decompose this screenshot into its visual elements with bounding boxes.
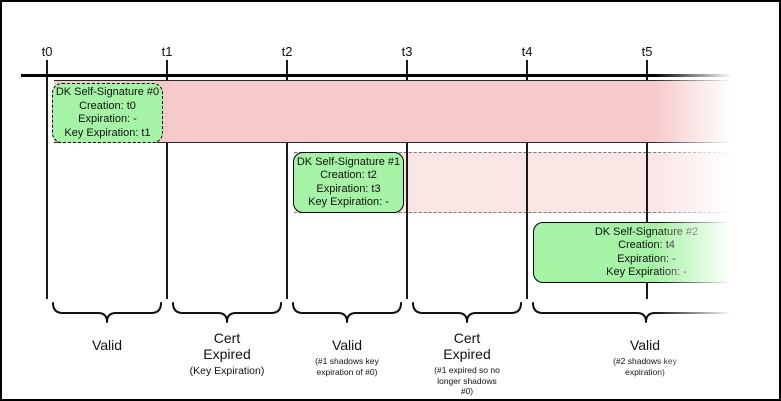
signature-title: DK Self-Signature #2 (594, 225, 699, 238)
self-signature-box-0: DK Self-Signature #0 Creation: t0 Expira… (52, 83, 163, 143)
signature-creation: Creation: t0 (79, 99, 136, 112)
period-sublabel-text: (Key Expiration) (189, 365, 265, 377)
signature-key-expiration: Key Expiration: - (606, 266, 687, 278)
brace-period-1 (172, 302, 282, 323)
period-label-valid-0: Valid (47, 337, 167, 353)
signature-creation: Creation: t2 (320, 169, 377, 181)
period-sublabel-text: (#2 shadows key expiration) (613, 356, 677, 377)
period-label-cert-expired-0: Cert Expired (Key Expiration) (167, 330, 287, 377)
event-line-t2 (286, 60, 288, 299)
brace-period-0 (52, 302, 162, 323)
tick-label-t1: t1 (161, 44, 173, 59)
self-signature-box-2: DK Self-Signature #2 Creation: t4 Expira… (533, 222, 759, 283)
period-label-text: Valid (629, 337, 661, 353)
signature-expiration: Expiration: - (617, 252, 676, 265)
key-expiration-band-primary (54, 80, 754, 143)
event-line-t4 (526, 60, 528, 299)
timeline-axis (21, 74, 742, 77)
period-label-cert-expired-1: Cert Expired (#1 expired so no longer sh… (407, 330, 527, 397)
period-label-text: Valid (91, 337, 123, 353)
brace-period-4 (532, 302, 760, 323)
tick-label-t4: t4 (521, 44, 533, 59)
tick-label-t2: t2 (281, 44, 293, 59)
period-label-valid-2: Valid (#2 shadows key expiration) (585, 337, 705, 377)
period-label-text: Cert Expired (203, 330, 251, 362)
tick-label-t0: t0 (41, 44, 53, 59)
brace-period-2 (292, 302, 402, 323)
period-label-text: Valid (331, 337, 363, 353)
signature-creation: Creation: t4 (618, 239, 675, 251)
period-label-valid-1: Valid (#1 shadows key expiration of #0) (287, 337, 407, 377)
tick-label-t3: t3 (401, 44, 413, 59)
event-line-t0 (46, 60, 48, 299)
period-sublabel-text: (#1 expired so no longer shadows #0) (434, 365, 500, 396)
signature-title: DK Self-Signature #0 (55, 86, 160, 98)
period-label-text: Cert Expired (443, 330, 491, 362)
tick-label-t5: t5 (641, 44, 653, 59)
event-line-t3 (406, 60, 408, 299)
signature-key-expiration: Key Expiration: t1 (64, 126, 151, 139)
event-line-t5 (646, 60, 648, 299)
event-line-t1 (166, 60, 168, 299)
period-sublabel-text: (#1 shadows key expiration of #0) (315, 356, 379, 377)
signature-key-expiration: Key Expiration: - (308, 196, 389, 208)
signature-expiration: Expiration: - (78, 113, 137, 125)
signature-title: DK Self-Signature #1 (296, 155, 401, 168)
self-signature-box-1: DK Self-Signature #1 Creation: t2 Expira… (293, 152, 404, 213)
signature-expiration: Expiration: t3 (316, 182, 381, 195)
brace-period-3 (412, 302, 522, 323)
